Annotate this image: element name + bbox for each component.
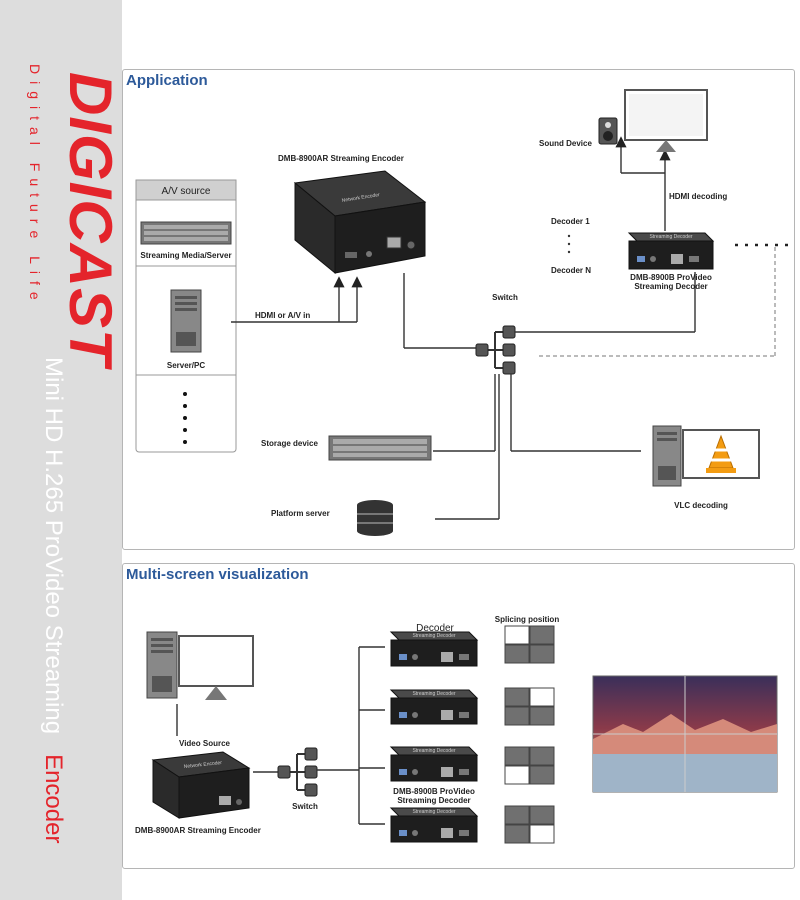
splice-cell xyxy=(529,644,555,664)
sound-device-label: Sound Device xyxy=(539,139,592,148)
source-monitor-icon xyxy=(178,635,254,700)
encoder-face-label: Network Encoder xyxy=(341,192,380,204)
digicast-logo: DIGICAST xyxy=(57,72,122,367)
source-pc-icon xyxy=(146,631,178,699)
hdmi-decoding-label: HDMI decoding xyxy=(669,192,727,201)
switch-label: Switch xyxy=(492,293,518,302)
server-pc-icon xyxy=(170,289,202,353)
ms-switch-label: Switch xyxy=(292,802,318,811)
ms-decoder-title-line2: Streaming Decoder xyxy=(397,796,470,805)
storage-device-icon xyxy=(328,435,432,461)
switch-icon xyxy=(475,325,516,375)
ms-decoder-3-face-label: Streaming Decoder xyxy=(412,748,455,754)
speaker-icon xyxy=(598,117,618,145)
vlc-pc-icon xyxy=(652,425,760,487)
video-source-label: Video Source xyxy=(179,739,231,748)
product-title: Mini HD H.265 ProVideo Streaming Encoder xyxy=(36,357,70,843)
splice-cell xyxy=(504,746,530,766)
ms-decoder-2-face-label: Streaming Decoder xyxy=(412,691,455,697)
ms-decoder-label: Decoder xyxy=(416,623,454,634)
vlc-decoding-label: VLC decoding xyxy=(674,501,728,510)
ms-encoder-face-label: Network Encoder xyxy=(184,760,223,770)
splice-cell xyxy=(504,824,530,844)
streaming-media-server-label: Streaming Media/Server xyxy=(140,251,231,260)
multiscreen-heading: Multi-screen visualization xyxy=(126,566,309,583)
brand-tagline: Digital Future Life xyxy=(27,64,43,307)
splice-cell xyxy=(529,824,555,844)
application-heading: Application xyxy=(126,72,208,89)
splicing-position-label: Splicing position xyxy=(495,615,560,624)
encoder-title-label: DMB-8900AR Streaming Encoder xyxy=(278,154,404,163)
more-sources-dots xyxy=(183,392,187,444)
splice-cell xyxy=(529,746,555,766)
ms-encoder-device: Network Encoder xyxy=(151,751,251,819)
video-wall-image xyxy=(592,675,778,793)
splice-cell xyxy=(529,625,555,645)
av-source-header xyxy=(135,179,237,201)
splice-cell xyxy=(504,644,530,664)
product-title-main: Mini HD H.265 ProVideo Streaming xyxy=(40,357,67,735)
splice-cell xyxy=(529,706,555,726)
ms-decoder-1-face-label: Streaming Decoder xyxy=(412,633,455,639)
streaming-server-icon xyxy=(140,221,232,245)
decoder-range-dots xyxy=(567,234,571,254)
splice-cell xyxy=(529,765,555,785)
ms-decoder-4: Streaming Decoder xyxy=(389,807,479,843)
server-pc-label: Server/PC xyxy=(167,361,205,370)
splice-cell xyxy=(529,687,555,707)
splice-cell xyxy=(504,687,530,707)
av-source-label: A/V source xyxy=(162,186,211,197)
ms-decoder-2: Streaming Decoder xyxy=(389,689,479,725)
splice-cell xyxy=(504,625,530,645)
application-panel: Application A/V source Streaming Media/S… xyxy=(122,69,795,550)
splice-cell xyxy=(504,706,530,726)
splicing-grids xyxy=(504,625,555,844)
decoder-n-label: Decoder N xyxy=(551,266,591,275)
application-diagram: A/V source Streaming Media/Server Server… xyxy=(135,89,788,536)
av-source-group: A/V source Streaming Media/Server Server… xyxy=(135,179,237,453)
vlc-cone-icon xyxy=(706,434,736,473)
ms-decoder-1: Streaming Decoder xyxy=(389,631,479,667)
decoder-1-label: Decoder 1 xyxy=(551,217,590,226)
ms-encoder-title-label: DMB-8900AR Streaming Encoder xyxy=(135,826,261,835)
ms-decoder-title-line1: DMB-8900B ProVideo xyxy=(393,787,475,796)
multiscreen-diagram: Video Source Network Encoder DMB-8900AR … xyxy=(135,615,778,844)
hdmi-in-label: HDMI or A/V in xyxy=(255,311,310,320)
platform-server-label: Platform server xyxy=(271,509,330,518)
brand-sidebar: DIGICAST Digital Future Life Mini HD H.2… xyxy=(0,0,122,900)
streaming-encoder-device: Network Encoder xyxy=(293,170,427,275)
ms-switch-icon xyxy=(277,747,318,797)
multiscreen-panel: Multi-screen visualization Video Source … xyxy=(122,563,795,869)
ms-decoder-3: Streaming Decoder xyxy=(389,746,479,782)
product-title-accent: Encoder xyxy=(40,754,67,844)
splice-cell xyxy=(504,765,530,785)
ms-decoder-4-face-label: Streaming Decoder xyxy=(412,809,455,815)
splice-cell xyxy=(529,805,555,825)
monitor-icon xyxy=(624,89,708,152)
storage-device-label: Storage device xyxy=(261,439,318,448)
platform-server-icon xyxy=(357,500,393,536)
streaming-decoder-device: Streaming Decoder xyxy=(627,232,715,270)
decoder-title-line1: DMB-8900B ProVideo xyxy=(630,273,712,282)
splice-cell xyxy=(504,805,530,825)
decoder-title-line2: Streaming Decoder xyxy=(634,282,707,291)
decoder-face-label: Streaming Decoder xyxy=(649,234,692,240)
